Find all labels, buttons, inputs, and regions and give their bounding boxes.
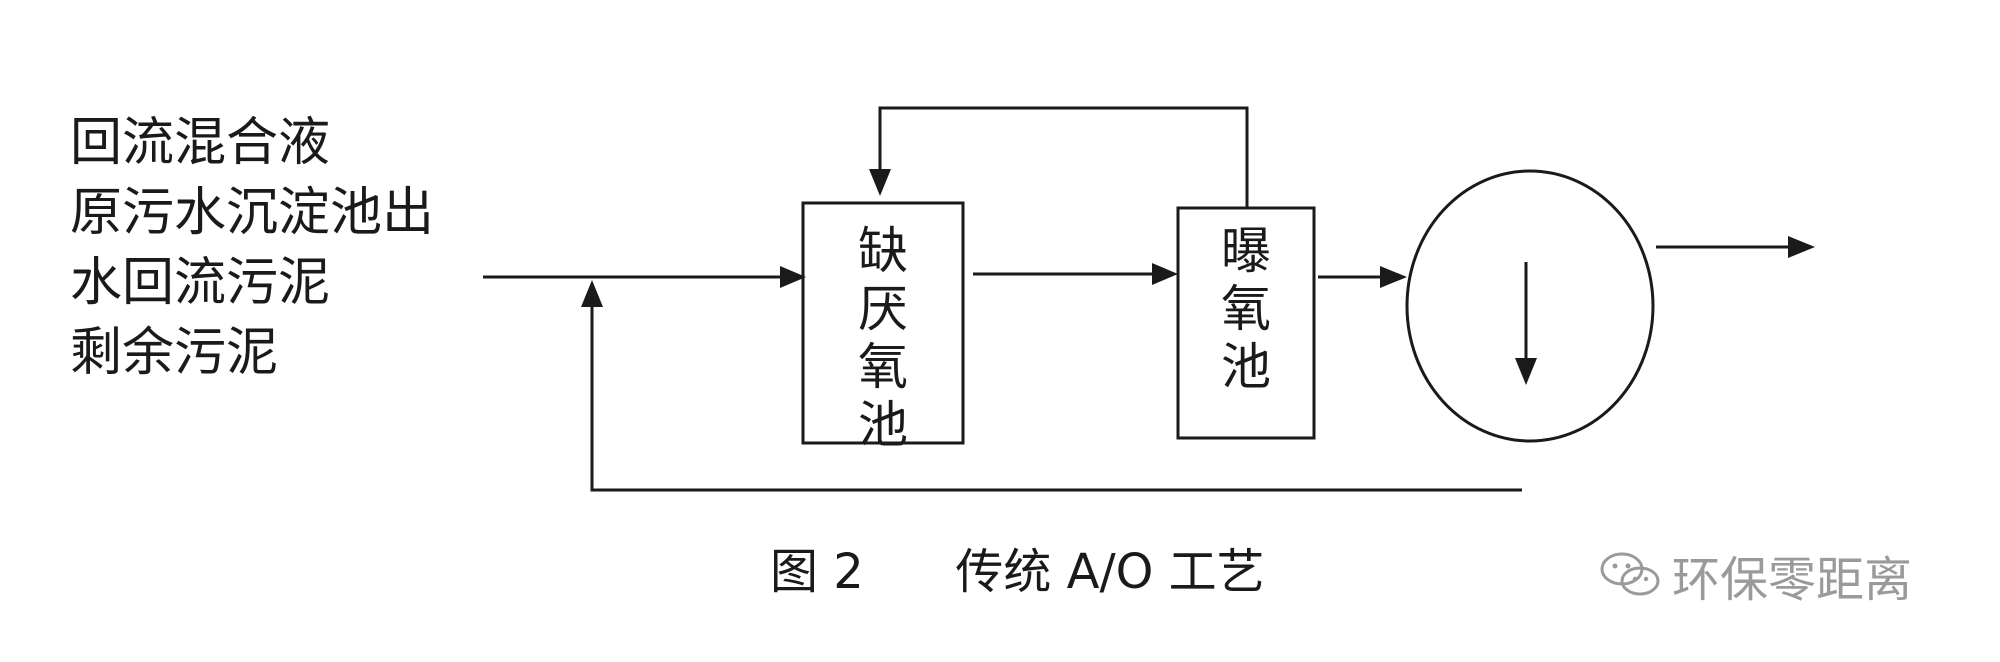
anoxic-tank-box	[801, 201, 965, 445]
sludge-return-line	[590, 305, 1522, 492]
wechat-icon	[1600, 552, 1660, 596]
legend-line-4: 剩余污泥	[70, 323, 279, 383]
legend-line-1: 回流混合液	[70, 113, 331, 173]
effluent-arrowhead	[1788, 236, 1815, 258]
aeration-tank-char-3: 池	[1221, 338, 1271, 396]
legend-line-3: 水回流污泥	[70, 253, 331, 313]
watermark: 环保零距离	[1598, 540, 1912, 610]
anoxic-tank-char-2: 厌	[858, 280, 908, 338]
legend-text: 回流混合液 原污水沉淀池出 水回流污泥 剩余污泥	[70, 108, 434, 388]
clarifier-circle	[1405, 169, 1655, 443]
aeration-to-clarifier-arrowhead	[1380, 266, 1407, 288]
clarifier-settle-arrowhead	[1515, 358, 1537, 385]
legend-line-2: 原污水沉淀池出	[70, 183, 435, 243]
anoxic-tank-char-3: 氧	[858, 338, 908, 396]
anoxic-tank-label: 缺 厌 氧 池	[853, 222, 913, 454]
figure-caption: 图 2 传统 A/O 工艺	[770, 544, 1265, 600]
sludge-return-arrowhead	[581, 280, 603, 307]
aeration-tank-label: 曝 氧 池	[1216, 222, 1276, 396]
anoxic-tank-char-1: 缺	[858, 222, 908, 280]
aeration-tank-char-2: 氧	[1221, 280, 1271, 338]
aeration-tank-char-1: 曝	[1221, 222, 1271, 280]
watermark-text: 环保零距离	[1672, 552, 1913, 608]
mixed-liquor-recycle-arrowhead	[869, 169, 891, 196]
anoxic-to-aeration-arrowhead	[1152, 263, 1178, 285]
mixed-liquor-recycle-line	[878, 106, 1249, 208]
anoxic-tank-char-4: 池	[858, 396, 908, 454]
influent-arrowhead	[780, 266, 806, 288]
